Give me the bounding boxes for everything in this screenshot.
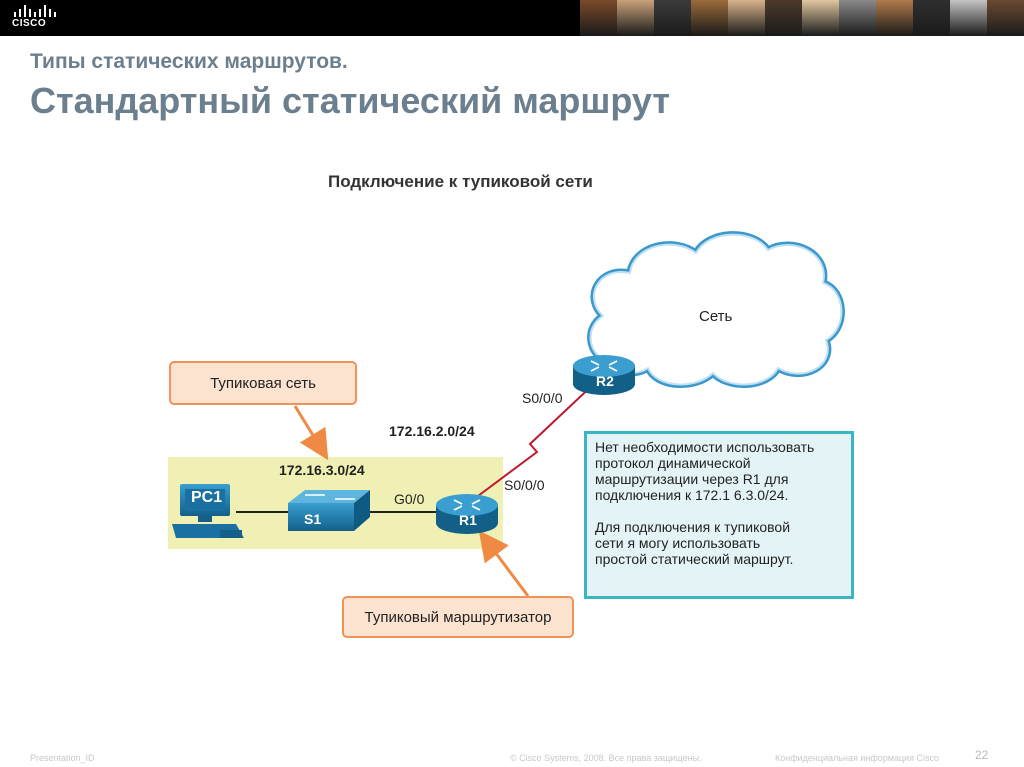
cloud-label: Сеть	[699, 308, 733, 325]
r2-s0-label: S0/0/0	[522, 390, 563, 406]
info-line: протокол динамической	[595, 455, 751, 471]
header-photo	[654, 0, 691, 36]
r1-g0-label: G0/0	[394, 491, 425, 507]
header-photo	[802, 0, 839, 36]
stub-subnet-label: 172.16.3.0/24	[279, 462, 365, 478]
network-cloud	[587, 231, 845, 388]
callout-stub-router: Тупиковый маршрутизатор	[342, 596, 574, 638]
header-photo	[876, 0, 913, 36]
header-photo	[950, 0, 987, 36]
arrow-stub-network	[293, 405, 329, 461]
page-number: 22	[975, 748, 989, 762]
info-line: простой статический маршрут.	[595, 551, 794, 567]
footer-confidential: Конфиденциальная информация Cisco	[775, 753, 940, 763]
r1-s0-label: S0/0/0	[504, 477, 545, 493]
cisco-logo-bars	[14, 5, 60, 17]
diagram-title: Подключение к тупиковой сети	[328, 172, 593, 191]
link-subnet-label: 172.16.2.0/24	[389, 423, 475, 439]
router-r1-label: R1	[459, 512, 477, 528]
cisco-logo-text: CISCO	[12, 18, 47, 29]
info-line: Нет необходимости использовать	[595, 439, 815, 455]
slide-subtitle: Типы статических маршрутов.	[30, 50, 348, 73]
cisco-logo: CISCO	[12, 5, 64, 31]
top-bar: CISCO	[0, 0, 1024, 36]
router-r2-label: R2	[596, 373, 614, 389]
pc1-label: PC1	[191, 489, 223, 506]
callout-stub-network: Тупиковая сеть	[169, 361, 357, 405]
info-line: Для подключения к тупиковой	[595, 519, 791, 535]
header-photo	[691, 0, 728, 36]
info-line: подключения к 172.1 6.3.0/24.	[595, 487, 789, 503]
header-photo	[580, 0, 617, 36]
header-photo	[765, 0, 802, 36]
slide-title: Стандартный статический маршрут	[30, 80, 671, 121]
header-photo	[728, 0, 765, 36]
info-line: сети я могу использовать	[595, 535, 761, 551]
footer-presentation-id: Presentation_ID	[30, 753, 95, 763]
info-box: Нет необходимости использовать протокол …	[584, 431, 854, 599]
info-line: маршрутизации через R1 для	[595, 471, 789, 487]
footer-copyright: © Cisco Systems, 2008. Все права защищен…	[510, 753, 702, 763]
header-photo	[617, 0, 654, 36]
header-photo	[913, 0, 950, 36]
header-photo	[987, 0, 1024, 36]
switch-s1-label: S1	[304, 511, 322, 527]
header-photo	[839, 0, 876, 36]
photo-strip	[580, 0, 1024, 36]
